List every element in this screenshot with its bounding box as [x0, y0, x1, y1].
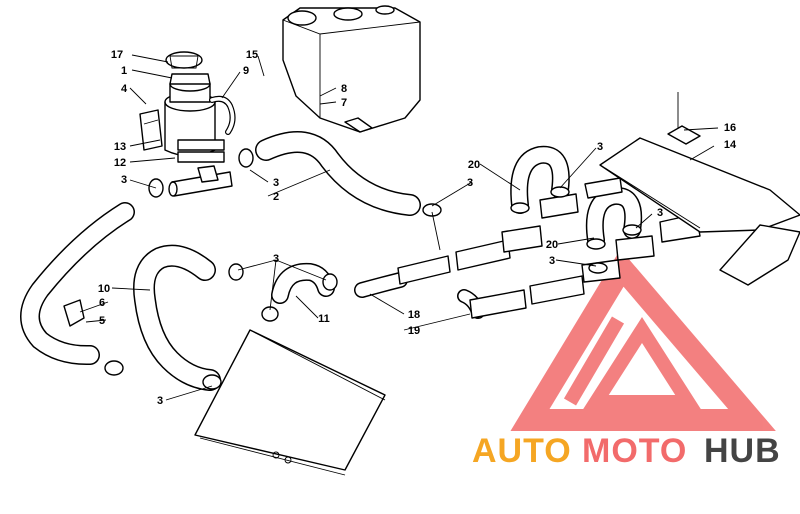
callout-19: 19: [408, 325, 420, 337]
tee-fitting: [168, 165, 233, 197]
automotohub-logo: [510, 249, 776, 431]
callout-5: 5: [99, 315, 105, 327]
lower-heat-exchanger-plate: [194, 329, 386, 476]
callout-3d: 3: [597, 141, 603, 153]
callout-3e: 3: [657, 207, 663, 219]
callout-12: 12: [114, 157, 126, 169]
filler-neck-assembly: [139, 51, 225, 163]
callout-17: 17: [111, 49, 123, 61]
callout-20b: 20: [546, 239, 558, 251]
callout-9: 9: [243, 65, 249, 77]
callout-7: 7: [341, 97, 347, 109]
callout-16: 16: [724, 122, 736, 134]
callout-3g: 3: [273, 253, 279, 265]
wordmark-hub: HUB: [704, 432, 781, 470]
callout-2: 2: [273, 191, 279, 203]
callout-11: 11: [318, 313, 330, 325]
callout-8: 8: [341, 83, 347, 95]
callout-3c: 3: [467, 177, 473, 189]
callout-1: 1: [121, 65, 127, 77]
callout-20a: 20: [468, 159, 480, 171]
callout-18: 18: [408, 309, 420, 321]
wordmark-moto: MOTO: [582, 432, 687, 470]
leader-lines: [79, 54, 719, 401]
hose-clamps: [63, 148, 642, 390]
callout-numbers: 17 1 4 13 12 3 15 9 8 7 3 2 20 3 3 3 20 …: [98, 49, 737, 407]
callout-4: 4: [121, 83, 128, 95]
callout-14: 14: [724, 139, 737, 151]
callout-3h: 3: [157, 395, 163, 407]
tunnel-cover-panel: [599, 92, 800, 286]
callout-3a: 3: [121, 174, 127, 186]
callout-15: 15: [246, 49, 258, 61]
coolant-reservoir-tank: [282, 5, 421, 133]
callout-3b: 3: [273, 177, 279, 189]
callout-13: 13: [114, 141, 126, 153]
callout-3f: 3: [549, 255, 555, 267]
wordmark-auto: AUTO: [472, 432, 572, 470]
callout-10: 10: [98, 283, 110, 295]
automotohub-wordmark: AUTO MOTO HUB: [472, 432, 781, 470]
callout-6: 6: [99, 297, 105, 309]
